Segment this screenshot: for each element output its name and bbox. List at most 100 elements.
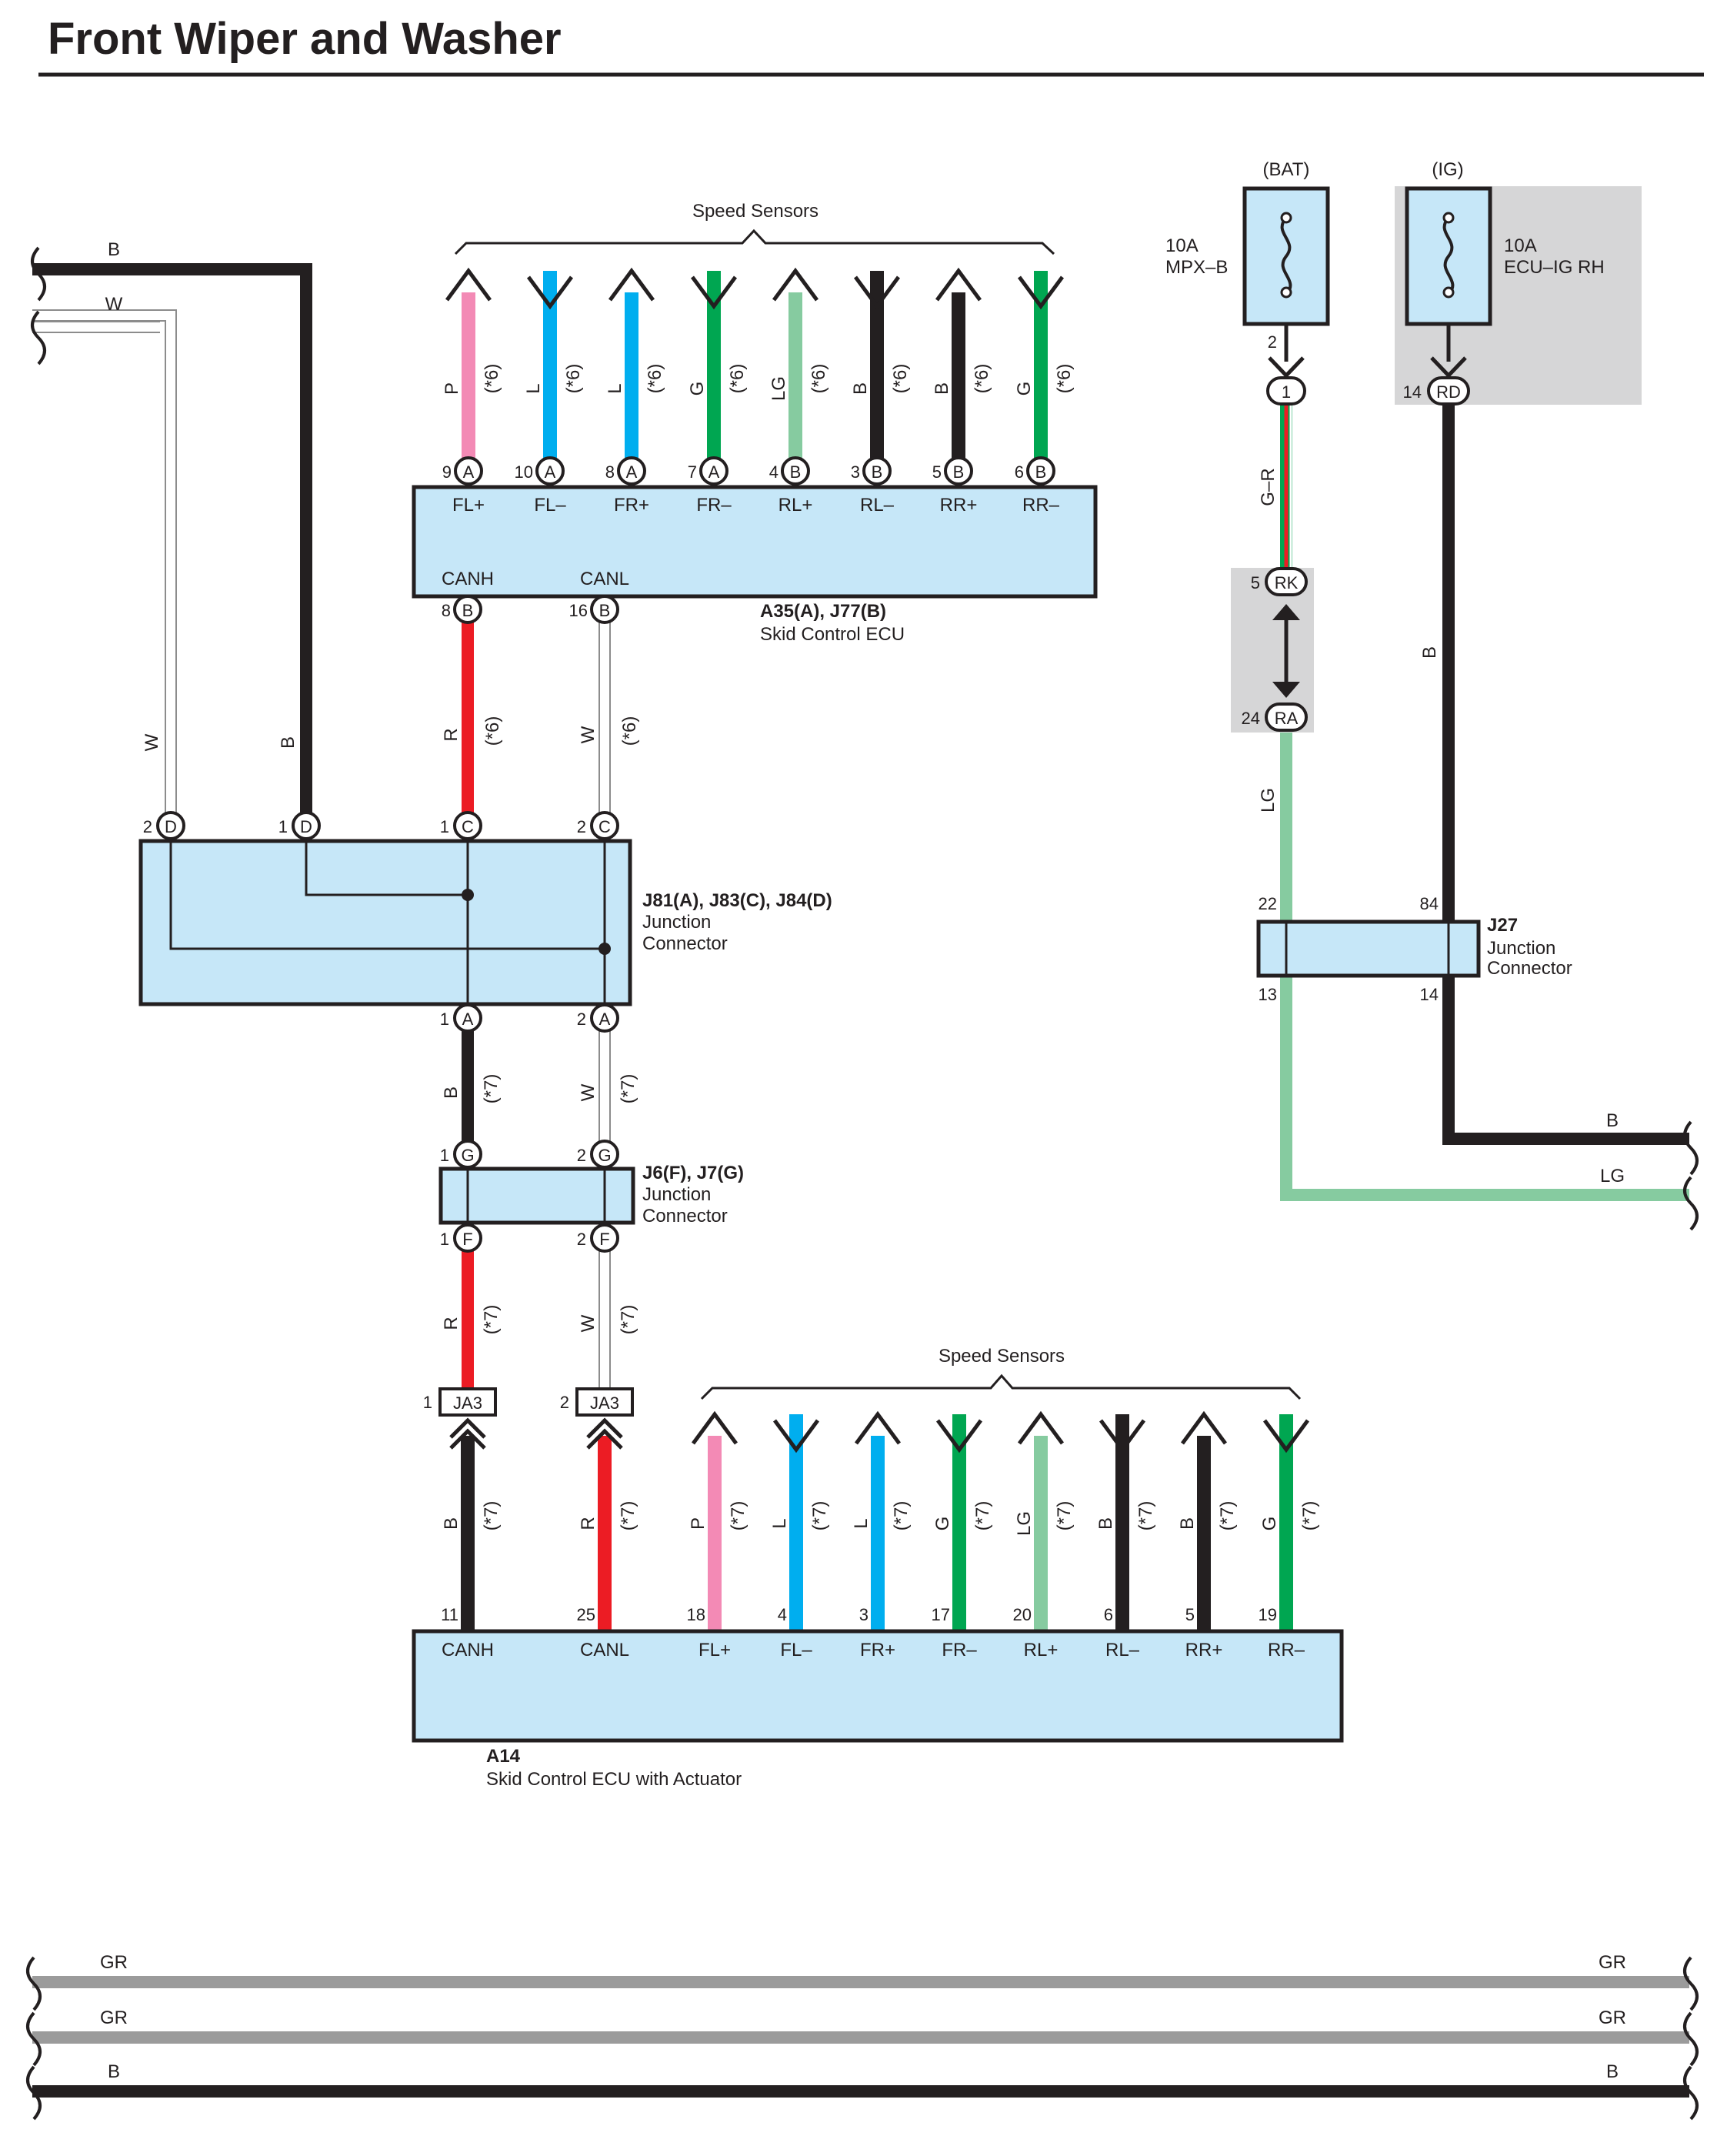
ig-conn-rd-letter: RD <box>1436 382 1461 402</box>
bottom-bus-break-left-1 <box>26 2011 42 2067</box>
ecu-a14-ref: A14 <box>486 1746 521 1767</box>
fuse-mpxb-pin: 2 <box>1268 332 1277 352</box>
bottom-bus-label-right-0: GR <box>1599 1952 1626 1973</box>
wire-vlabel-a35-4: LG <box>768 376 789 401</box>
note-CANL: (*6) <box>619 716 640 746</box>
j81-internal-b <box>305 841 468 896</box>
note-a14-9: (*7) <box>1299 1501 1320 1531</box>
wire-left-w <box>32 311 175 825</box>
note-a14-3: (*7) <box>809 1501 830 1531</box>
ig-label: (IG) <box>1432 159 1463 180</box>
pin-a35-4-letter: B <box>790 462 802 482</box>
pin-num-a35-3: 7 <box>688 462 697 482</box>
func-a14-1: CANL <box>580 1640 629 1660</box>
ja3-double-arrow-0 <box>449 1417 486 1450</box>
pin-num-a14-3: 4 <box>778 1605 787 1624</box>
wire-vlabel-a14-9: G <box>1259 1517 1280 1531</box>
wire-vlabel-a35-6: B <box>932 382 952 395</box>
note-ja3-1: (*7) <box>618 1501 638 1531</box>
arrow-a14-8 <box>1180 1410 1228 1445</box>
rk-conn-oval <box>1265 567 1308 596</box>
note-a14-2: (*7) <box>728 1501 748 1531</box>
pin-num-j81-bottom-1: 2 <box>577 1010 586 1029</box>
pin-a35-2-circle <box>617 456 646 486</box>
fuse-ecuig-symbol <box>1442 216 1455 296</box>
note-a14-6: (*7) <box>1054 1501 1075 1531</box>
pin-j81-bottom-0-letter: A <box>462 1010 474 1029</box>
arrow-a14-4 <box>854 1410 902 1445</box>
bottom-bus-break-right-2 <box>1683 2065 1699 2121</box>
note-a35-4: (*6) <box>808 364 829 394</box>
pin-num-a14-0: 11 <box>441 1605 458 1624</box>
wire-vlabel-a35-7: G <box>1014 382 1035 396</box>
func-a14-6: RL+ <box>1024 1640 1059 1660</box>
func-a35-4: RL+ <box>778 495 813 516</box>
rk-ra-arrow-up <box>1272 604 1300 620</box>
left-bus-break-top <box>31 246 46 302</box>
func-a14-7: RL– <box>1105 1640 1140 1660</box>
pin-num-a14-1: 25 <box>577 1605 595 1624</box>
func-a14-3: FL– <box>780 1640 812 1660</box>
ecu-a14-box <box>412 1629 1344 1743</box>
pin-a35-0-letter: A <box>463 462 475 482</box>
wire-vlabel-j6-0: R <box>441 1317 462 1330</box>
func-a14-4: FR+ <box>860 1640 895 1660</box>
pin-a35-7-circle <box>1026 456 1055 486</box>
wire-vlabel-a14-7: B <box>1095 1517 1116 1530</box>
pin-num-a14-8: 5 <box>1185 1605 1195 1624</box>
junction-j27-ref: J27 <box>1487 915 1518 936</box>
fuse-mpxb-term2 <box>1280 286 1292 299</box>
func-a14-9: RR– <box>1268 1640 1305 1660</box>
note-CANH: (*6) <box>482 716 503 746</box>
components-layer <box>26 186 1699 2121</box>
j27-pin-tl: 22 <box>1259 894 1277 913</box>
pin-num-a14-4: 3 <box>859 1605 869 1624</box>
ra-pin: 24 <box>1242 709 1260 728</box>
pin-a35-4-circle <box>781 456 810 486</box>
pin-a35-6-letter: B <box>953 462 965 482</box>
pin-num-a14-9: 19 <box>1259 1605 1277 1624</box>
pin-num-a35-4: 4 <box>769 462 778 482</box>
j81-internal-w <box>169 841 605 950</box>
pin-j81-bottom-0-circle <box>453 1003 482 1033</box>
pin-j6-top-0-letter: G <box>461 1146 474 1165</box>
ja3-num-1: 2 <box>560 1393 569 1412</box>
arrow-a35-1 <box>526 275 574 310</box>
pin-num-j6-bottom-0: 1 <box>440 1230 449 1249</box>
fuse-mpxb-name: MPX–B <box>1165 257 1228 278</box>
fuse-mpxb-term1 <box>1280 212 1292 224</box>
right-break-lg <box>1683 1176 1699 1231</box>
junction-j27-box <box>1256 919 1481 978</box>
bottom-bus-break-right-1 <box>1683 2011 1699 2067</box>
bat-conn-1-letter: 1 <box>1282 382 1291 402</box>
note-a35-0: (*6) <box>482 364 502 394</box>
wire-vlabel-j81-0: B <box>441 1086 462 1099</box>
fuse-mpxb-amp: 10A <box>1165 235 1199 256</box>
func-a14-2: FL+ <box>698 1640 731 1660</box>
pin-j6-bottom-0-circle <box>453 1223 482 1253</box>
note-a35-6: (*6) <box>972 364 992 394</box>
ja3-box-0 <box>438 1387 497 1417</box>
junction-j6-box <box>438 1166 635 1225</box>
pin-num-j81-top-0: 2 <box>143 817 152 836</box>
speed-sensor-bracket-bottom <box>700 1373 1302 1400</box>
ra-conn-oval <box>1265 703 1308 732</box>
pin-a35-2-letter: A <box>626 462 638 482</box>
wire-vlabel-a35-1: L <box>523 383 544 393</box>
pin-j6-bottom-0-letter: F <box>462 1230 472 1249</box>
wire-vlabel-a14-4: L <box>851 1518 872 1528</box>
pin-a35-5-letter: B <box>872 462 883 482</box>
arrow-a14-5 <box>935 1419 983 1453</box>
arrow-a35-4 <box>772 267 819 302</box>
j81-splice-1 <box>462 889 474 901</box>
pin-j6-top-1-letter: G <box>598 1146 611 1165</box>
wire-vlabel-a35-0: P <box>442 382 462 395</box>
pin-num-a14-2: 18 <box>687 1605 705 1624</box>
ja3-label-0: JA3 <box>453 1393 482 1413</box>
wire-vlabel-ig-b: B <box>1419 646 1440 659</box>
wire-vlabel-a35-2: L <box>605 383 625 393</box>
ecu-a35-box <box>412 485 1098 599</box>
rk-conn-letter: RK <box>1275 573 1299 592</box>
pin-num-a14-5: 17 <box>932 1605 950 1624</box>
note-j6-1: (*7) <box>618 1305 638 1335</box>
